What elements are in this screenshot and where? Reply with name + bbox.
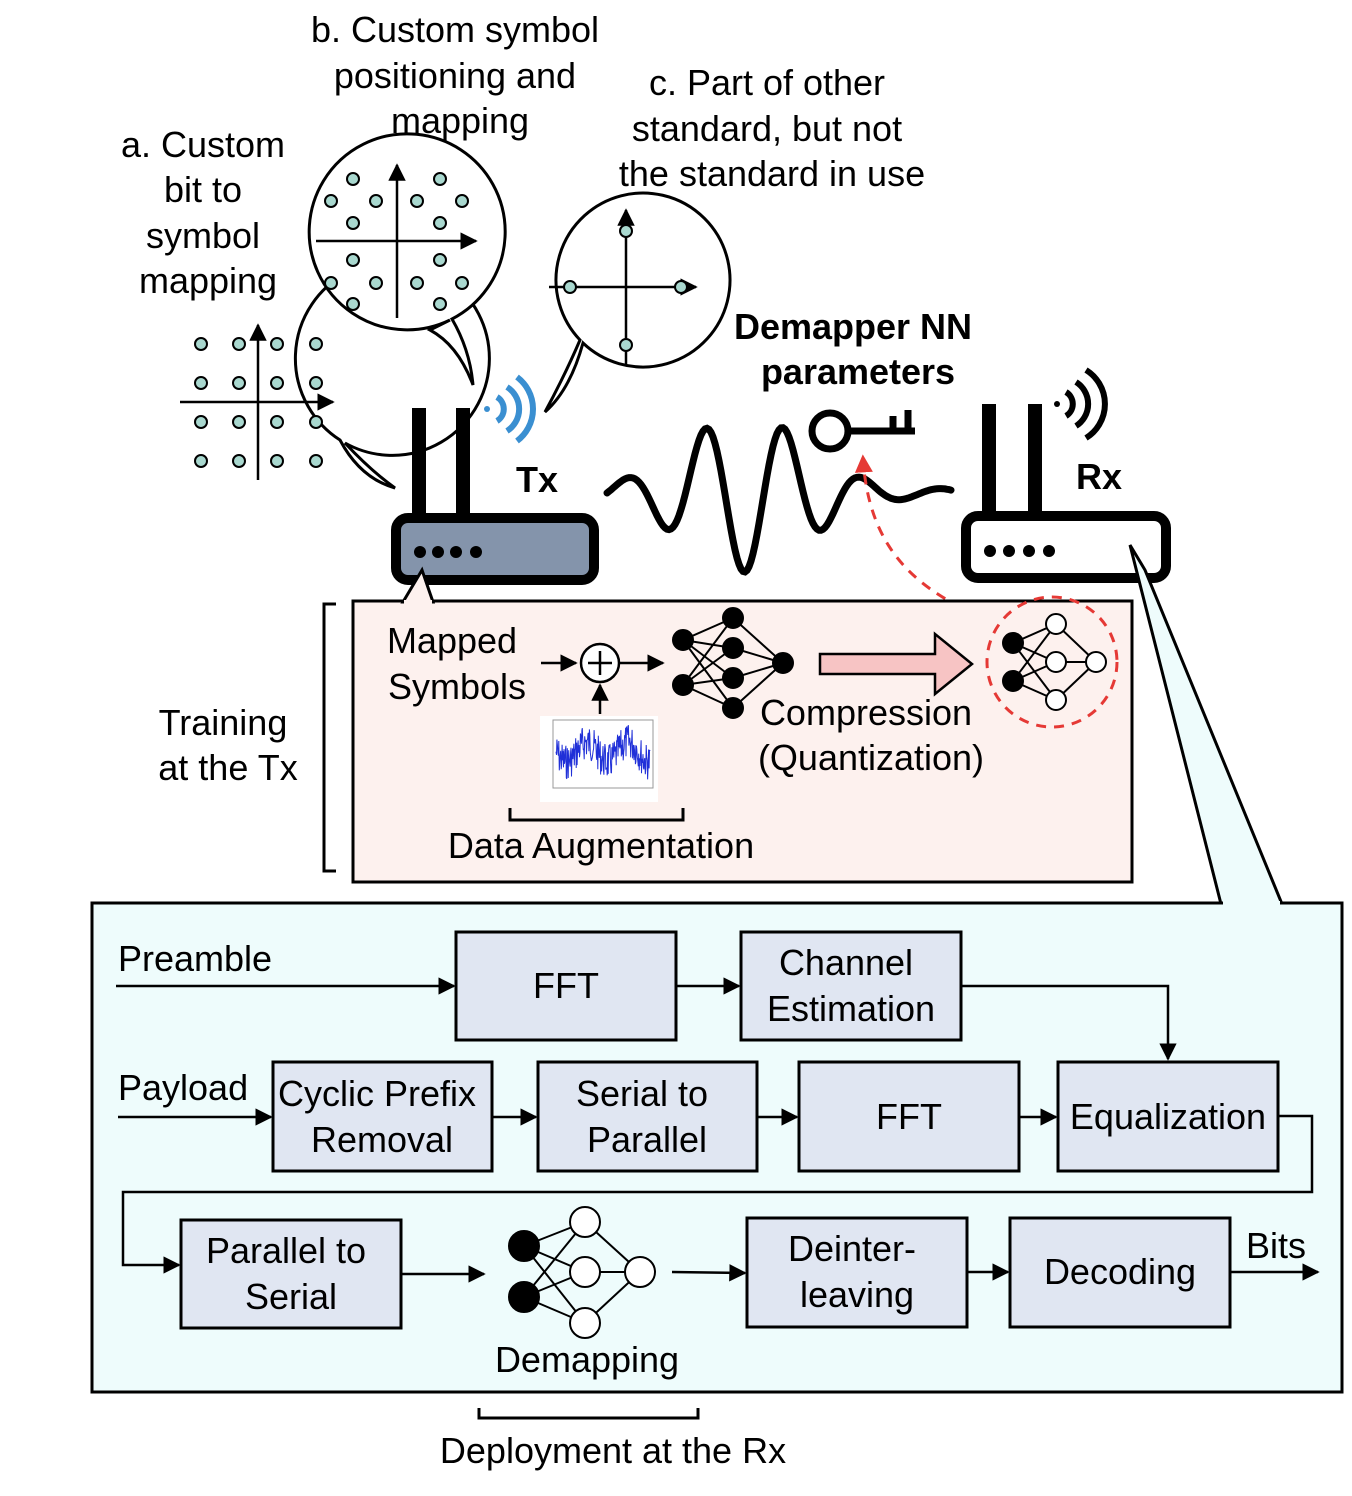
- equalization-block: [1056, 1060, 1280, 1173]
- decoding-label: Decoding: [1044, 1251, 1196, 1292]
- rx-label: Rx: [1076, 456, 1122, 497]
- fft-block-payload: [797, 1060, 1021, 1173]
- cyclic-prefix-removal-block: [271, 1060, 494, 1173]
- payload-label: Payload: [118, 1067, 248, 1108]
- channel-estimation-block: [739, 930, 963, 1042]
- adder-icon: [579, 642, 621, 684]
- compression-arrow: [818, 631, 974, 697]
- constellation-bubble-c: [543, 191, 732, 414]
- wifi-icon-rx: [1054, 367, 1108, 441]
- compressed-nn-highlight: [985, 595, 1119, 729]
- key-icon: [808, 409, 915, 453]
- tx-router-icon: [391, 408, 599, 585]
- decoding-block: [1008, 1216, 1232, 1329]
- deployment-bracket: [477, 1408, 700, 1420]
- noise-plot-thumbnail: [540, 716, 658, 802]
- training-bracket: [322, 602, 336, 873]
- demapper-params-label: Demapper NN parameters: [734, 306, 982, 392]
- rx-zoom-callout: [1128, 544, 1285, 906]
- deployment-label: Deployment at the Rx: [440, 1430, 786, 1471]
- demapping-label: Demapping: [495, 1339, 679, 1380]
- tx-label: Tx: [516, 459, 558, 500]
- signal-waveform: [603, 424, 955, 576]
- label-b: b. Custom symbol positioning and mapping: [311, 9, 609, 141]
- neural-network-icon-demapping: [508, 1206, 656, 1339]
- constellation-bubble-b: [307, 132, 507, 386]
- neural-network-icon-training: [672, 607, 794, 719]
- fft-block-preamble: [454, 930, 678, 1042]
- channel-estimation-label: Channel Estimation: [767, 942, 935, 1029]
- label-c: c. Part of other standard, but not the s…: [619, 62, 925, 194]
- deinterleaving-label: Deinter- leaving: [788, 1228, 926, 1315]
- fft-block-payload-label: FFT: [876, 1096, 942, 1137]
- deinterleaving-block: [745, 1216, 969, 1329]
- flow-arrows: [116, 977, 1320, 1283]
- serial-to-parallel-label: Serial to Parallel: [576, 1073, 718, 1160]
- cyclic-prefix-removal-label: Cyclic Prefix Removal: [278, 1073, 486, 1160]
- mapped-symbols-label: Mapped Symbols: [387, 620, 527, 707]
- bits-label: Bits: [1246, 1225, 1306, 1266]
- training-label: Training at the Tx: [158, 702, 297, 788]
- parallel-to-serial-block: [179, 1218, 403, 1330]
- label-a: a. Custom bit to symbol mapping: [121, 124, 295, 301]
- rx-router-icon: [961, 404, 1171, 583]
- fft-block-preamble-label: FFT: [533, 965, 599, 1006]
- data-augmentation-label: Data Augmentation: [448, 825, 754, 866]
- serial-to-parallel-block: [536, 1060, 759, 1173]
- augmentation-bracket: [508, 808, 685, 822]
- neural-network-icon-compressed: [1002, 613, 1107, 711]
- parallel-to-serial-label: Parallel to Serial: [206, 1230, 376, 1317]
- red-dashed-arrow: [854, 454, 1011, 632]
- equalization-label: Equalization: [1070, 1096, 1266, 1137]
- preamble-label: Preamble: [118, 938, 272, 979]
- compression-label: Compression (Quantization): [758, 692, 984, 778]
- wifi-icon-tx: [484, 374, 536, 444]
